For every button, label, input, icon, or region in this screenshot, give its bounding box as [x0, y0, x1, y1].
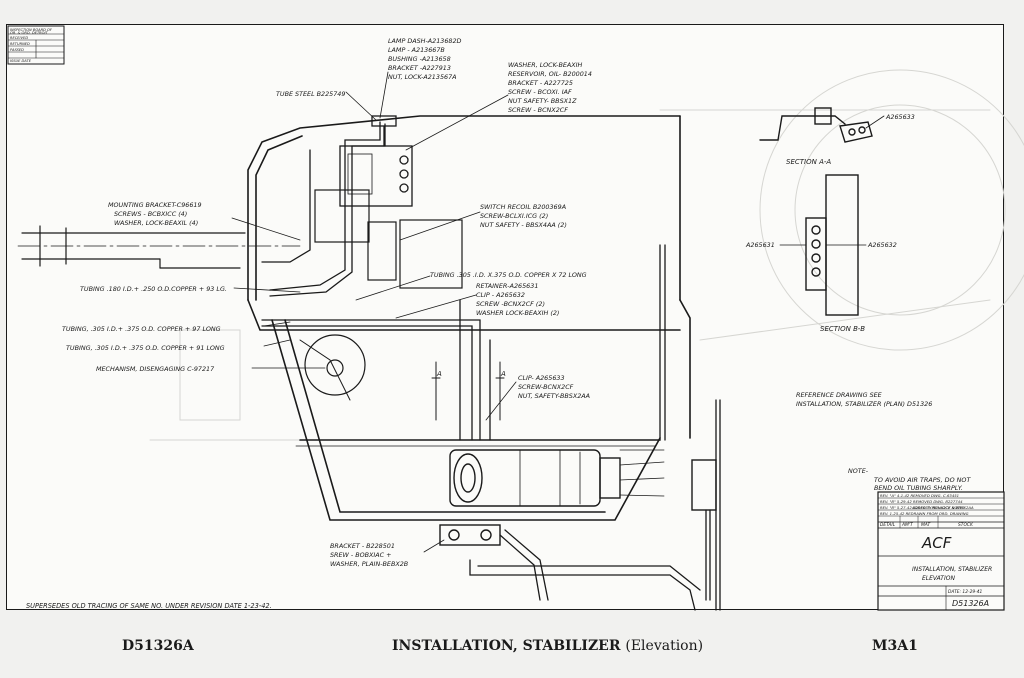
footer-title-main: INSTALLATION, STABILIZER: [392, 638, 621, 654]
section-marker: A: [500, 370, 506, 378]
callout-annotations: LAMP DASH-A213682D LAMP - A213667B BUSHI…: [26, 37, 971, 610]
callout-washer: SCREW - BCOXI. IAF: [508, 88, 572, 96]
footer-title: INSTALLATION, STABILIZER (Elevation): [392, 638, 703, 654]
callout-switch: SCREW-BCLXI.ICG (2): [480, 212, 548, 220]
turret-outline: [247, 115, 691, 521]
revision-entry: ADDED TYPEN LOCK NOTES: [911, 505, 965, 510]
title-block-header: MAT: [921, 522, 930, 528]
callout-retainer: CLIP - A265632: [476, 291, 525, 299]
title-block-header: AM'T: [901, 522, 913, 528]
callout-tubing-97: TUBING, .305 I.D.+ .375 O.D. COPPER + 97…: [62, 325, 221, 333]
footer-title-sub: (Elevation): [625, 638, 704, 654]
revision-entry: REV. 1-25-42 REDRAWN FROM ORD. DRAWING: [880, 511, 969, 516]
callout-a265631: A265631: [745, 241, 775, 249]
callout-mounting: MOUNTING BRACKET-C96619: [108, 201, 202, 209]
revision-entry: REV. "B" 5-29-42 REMOVED DWG. B227744: [880, 499, 963, 504]
callout-tubing-91: TUBING, .305 I.D.+ .375 O.D. COPPER + 91…: [66, 344, 225, 352]
callout-clip: NUT, SAFETY-BBSX2AA: [518, 392, 590, 400]
callout-bracket: WASHER, PLAIN-BEBX2B: [330, 560, 408, 568]
callout-washer: WASHER, LOCK-BEAXIH: [508, 61, 583, 69]
callout-bracket: BRACKET - B228501: [330, 542, 395, 550]
section-aa-detail: [759, 107, 885, 143]
callout-tubing-72: TUBING .305 .I.D. X.375 O.D. COPPER X 72…: [430, 271, 587, 279]
callout-mounting: SCREWS - BCBXICC (4): [114, 210, 187, 218]
revision-entry: REV. "A" 4-1-42 REMOVED DWG. C-63451: [880, 493, 959, 498]
gun-barrel: [17, 225, 301, 269]
reference-note: REFERENCE DRAWING SEE: [796, 391, 883, 399]
callout-clip: SCREW-BCNX2CF: [518, 383, 574, 391]
callout-washer: BRACKET - A227725: [508, 79, 573, 87]
callout-lamp: BUSHING -A213658: [388, 55, 451, 63]
supersedes-note: SUPERSEDES OLD TRACING OF SAME NO. UNDER…: [26, 602, 272, 610]
callout-lamp: LAMP - A213667B: [388, 46, 445, 54]
stamp-line: RECEIVED: [10, 36, 28, 40]
reference-note: INSTALLATION, STABILIZER (PLAN) D51326: [796, 400, 932, 408]
callout-washer: NUT SAFETY- BBSX1Z: [508, 97, 577, 105]
drawing-title: ELEVATION: [922, 575, 955, 582]
drawing-title: INSTALLATION, STABILIZER: [912, 566, 992, 573]
callout-bracket: SREW - BOBXIAC +: [330, 551, 392, 559]
revision-entry: REV. "B" 5-27-42 A265633. BCNX2CF & BBSX…: [880, 505, 974, 510]
note-text: BEND OIL TUBING SHARPLY.: [874, 484, 963, 492]
stabilizer-cylinder: [439, 449, 717, 546]
drawing-number: D51326A: [952, 599, 989, 608]
note-text: TO AVOID AIR TRAPS, DO NOT: [874, 476, 971, 484]
stamp-line: RETURNED: [10, 42, 30, 46]
callout-tubing-93: TUBING .180 I.D.+ .250 O.D.COPPER + 93 L…: [80, 285, 227, 293]
title-block: REV. "A" 4-1-42 REMOVED DWG. C-63451 REV…: [877, 491, 1005, 611]
callout-washer: RESERVOIR, OIL- B200014: [508, 70, 592, 78]
callout-lamp: LAMP DASH-A213682D: [388, 37, 462, 45]
section-bb-label: SECTION B-B: [820, 325, 865, 333]
faint-background-linework: [149, 69, 1024, 441]
callout-retainer: RETAINER-A265631: [476, 282, 538, 290]
inspection-stamp: INSPECTION BOARD OF OR. & ORD. DETROIT R…: [7, 25, 65, 65]
callout-lamp: NUT, LOCK-A213567A: [388, 73, 457, 81]
stamp-line: INSPECTION BOARD OF: [10, 28, 53, 32]
title-block-header: STOCK: [958, 522, 974, 528]
stamp-line: ISSUE DATE: [10, 59, 32, 63]
callout-mechanism: MECHANISM, DISENGAGING C-97217: [96, 365, 214, 373]
drawing-date: DATE: 12-29-41: [948, 589, 983, 595]
callout-clip: CLIP- A265633: [518, 374, 565, 382]
callout-switch: NUT SAFETY - BBSX4AA (2): [480, 221, 567, 229]
callout-mounting: WASHER, LOCK-BEAXIL (4): [114, 219, 198, 227]
callout-washer: SCREW - BCNX2CF: [508, 106, 568, 114]
company-name: ACF: [921, 534, 952, 552]
footer-vehicle-model: M3A1: [872, 638, 918, 654]
callout-a265633: A265633: [885, 113, 915, 121]
callout-retainer: SCREW -BCNX2CF (2): [476, 300, 545, 308]
title-block-header: DETAIL: [880, 522, 896, 528]
footer-drawing-number: D51326A: [122, 638, 194, 654]
oil-reservoir: [339, 115, 413, 207]
callout-tube-steel: TUBE STEEL B225749: [276, 90, 345, 98]
recoil-switch: [299, 189, 463, 401]
section-aa-label: SECTION A-A: [786, 158, 831, 166]
stamp-line: PASSED: [10, 48, 24, 52]
callout-a265632: A265632: [867, 241, 897, 249]
stamp-line: OR. & ORD. DETROIT: [10, 31, 49, 35]
oil-tubing-lines: [261, 121, 721, 611]
callout-retainer: WASHER LOCK-BEAXIH (2): [476, 309, 559, 317]
note-heading: NOTE-: [848, 467, 869, 475]
section-markers: A A: [431, 361, 506, 421]
callout-lamp: BRACKET -A227913: [388, 64, 451, 72]
callout-switch: SWITCH RECOIL B200369A: [480, 203, 566, 211]
leader-lines: [231, 71, 665, 553]
section-marker: A: [436, 370, 442, 378]
section-bb-detail: [779, 174, 867, 316]
